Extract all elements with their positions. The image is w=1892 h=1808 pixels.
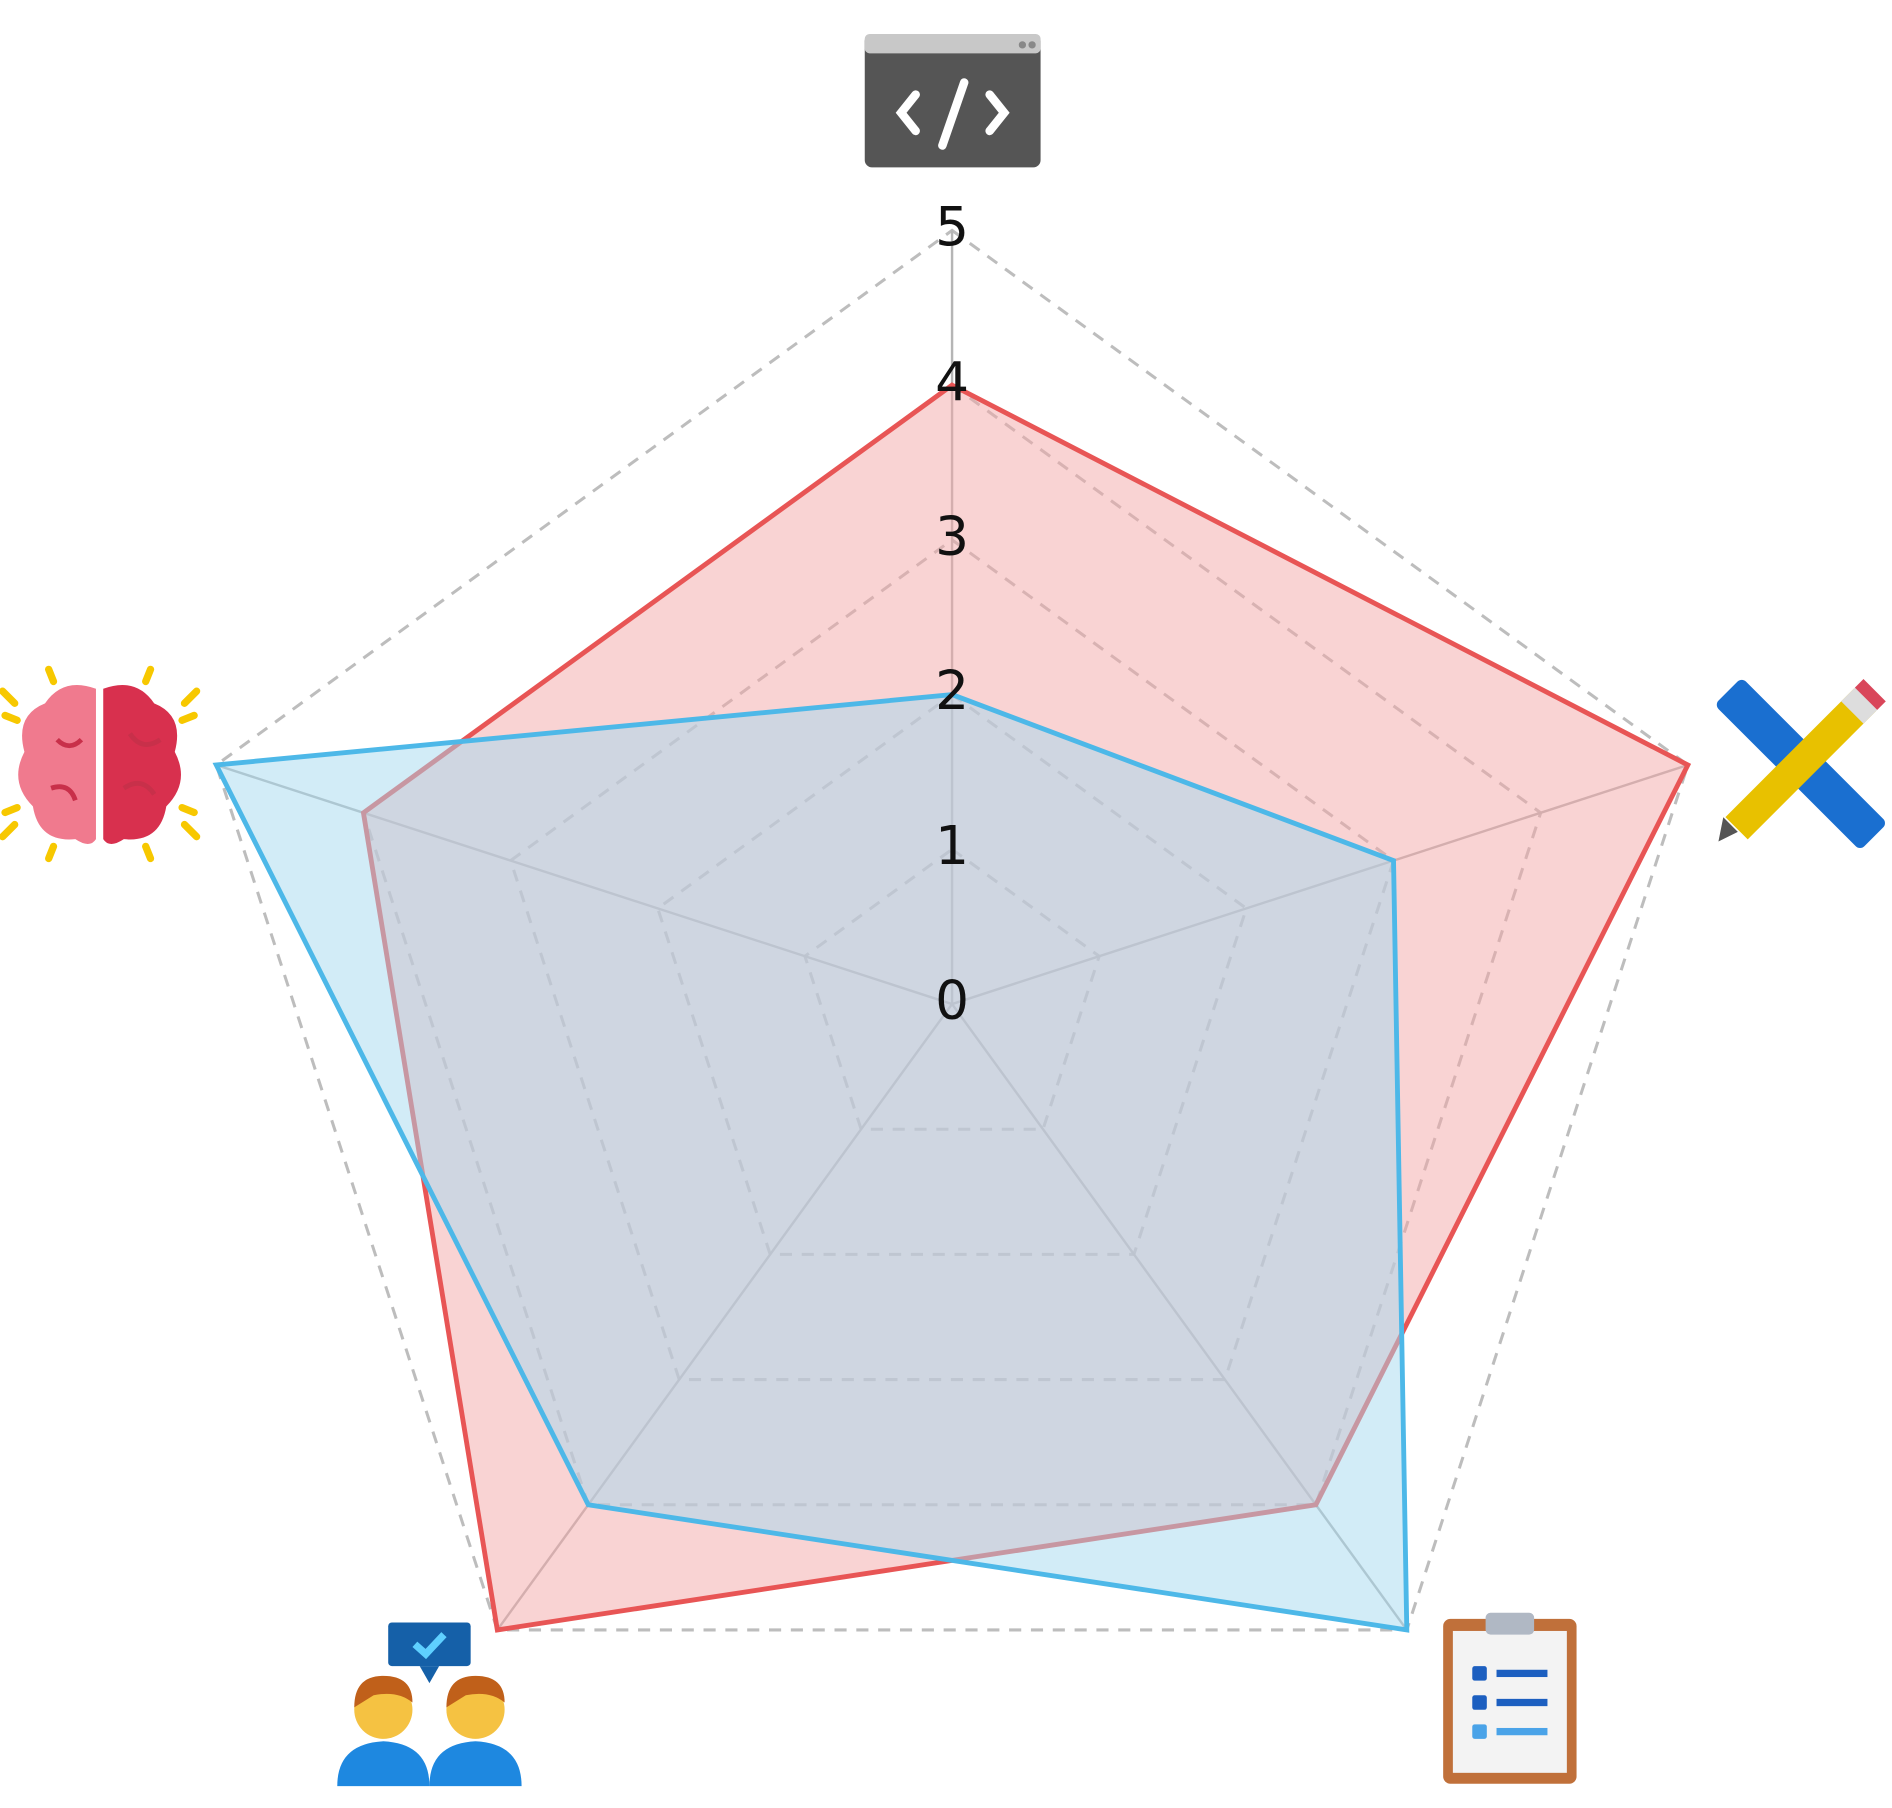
team-chat-icon — [337, 1622, 522, 1787]
ruler-pencil-icon — [1716, 679, 1886, 849]
tick-label-4: 4 — [935, 350, 969, 413]
radar-tick-labels: 0 1 2 3 4 5 — [935, 195, 969, 1032]
grid-ring-5 — [214, 228, 1690, 1632]
tick-label-1: 1 — [935, 814, 969, 877]
clipboard-list-icon — [1443, 1612, 1577, 1784]
tick-label-2: 2 — [935, 659, 969, 722]
code-window-icon — [864, 33, 1041, 168]
tick-label-0: 0 — [935, 969, 969, 1032]
tick-label-3: 3 — [935, 504, 969, 567]
series-blue-area — [212, 692, 1410, 1633]
radar-series — [212, 382, 1692, 1633]
tick-label-5: 5 — [935, 195, 969, 258]
brain-icon — [0, 665, 201, 863]
